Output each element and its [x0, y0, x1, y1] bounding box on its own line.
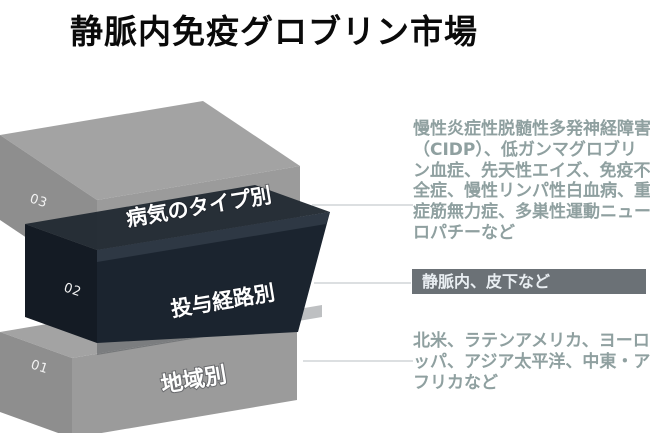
annotation-route-bar: 静脈内、皮下など [412, 269, 646, 294]
layer-01-left-face [0, 332, 72, 433]
layer-03-top-face [0, 101, 300, 200]
layer-02-top-face [25, 185, 330, 250]
layer-02-left-face [25, 224, 97, 343]
page-title: 静脈内免疫グロブリン市場 [70, 12, 478, 51]
layer-02-number: 02 [62, 281, 83, 301]
layer-03-number: 03 [28, 192, 49, 212]
annotation-regions: 北米、ラテンアメリカ、ヨーロッパ、アジア太平洋、中東・アフリカなど [413, 331, 650, 393]
layer-01-number: 01 [29, 358, 50, 378]
annotation-disease-types: 慢性炎症性脱髄性多発神経障害（CIDP）、低ガンマグロブリン血症、先天性エイズ、… [413, 119, 650, 243]
layer-02-edge-highlight [97, 212, 330, 262]
layer-01-front-face [72, 320, 297, 433]
